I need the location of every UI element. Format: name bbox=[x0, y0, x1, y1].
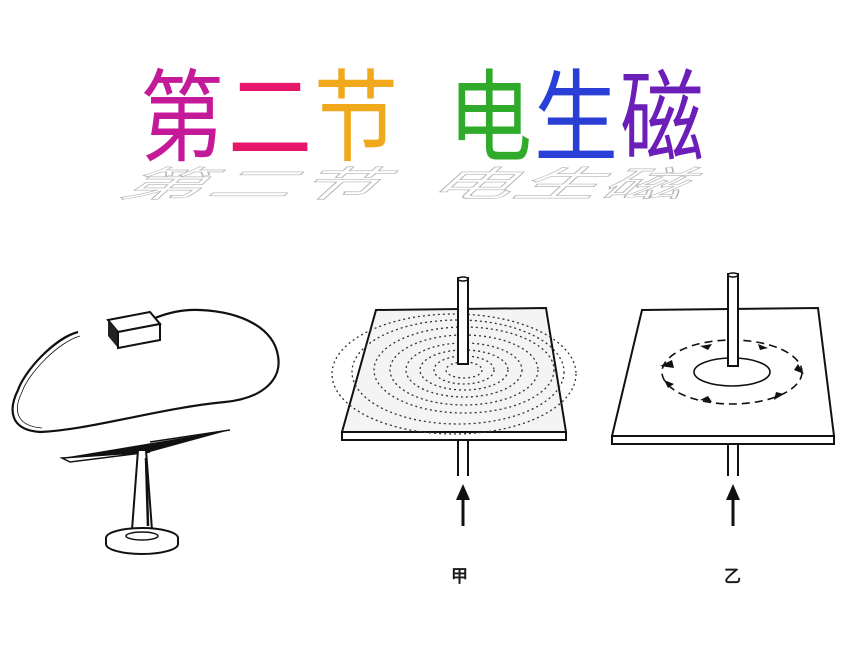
board bbox=[610, 306, 836, 445]
title-char-3-text: 节 bbox=[314, 59, 399, 178]
wire-rod bbox=[727, 272, 739, 476]
caption-yi: 乙 bbox=[724, 567, 741, 587]
compass-stand bbox=[105, 449, 179, 555]
caption-jia: 甲 bbox=[451, 567, 468, 587]
wire-inner bbox=[17, 335, 81, 429]
title-char-1-text: 第 bbox=[140, 59, 225, 178]
slide-title: 第 第 二 二 节 节 电 电 生 生 磁 磁 bbox=[0, 0, 860, 220]
title-char-4-text: 电 bbox=[448, 59, 533, 178]
wire bbox=[11, 308, 280, 434]
oersted-experiment-illustration bbox=[11, 308, 280, 555]
title-char-6: 磁 磁 bbox=[586, 56, 717, 206]
current-arrow-icon bbox=[726, 484, 740, 526]
title-char-5: 生 生 bbox=[500, 56, 631, 206]
board bbox=[340, 306, 568, 441]
battery-box bbox=[106, 310, 162, 350]
compass-needle bbox=[59, 429, 231, 463]
title-char-2: 二 二 bbox=[194, 56, 325, 206]
title-char-2-text: 二 bbox=[228, 59, 313, 178]
title-char-6-text: 磁 bbox=[620, 59, 705, 178]
title-char-1: 第 第 bbox=[106, 56, 237, 206]
title-char-3: 节 节 bbox=[280, 56, 411, 206]
wire-rod bbox=[457, 276, 469, 476]
compass-ring-board-illustration bbox=[610, 272, 836, 526]
iron-filings-board-illustration bbox=[331, 276, 577, 526]
current-arrow-icon bbox=[456, 484, 470, 526]
title-char-4: 电 电 bbox=[414, 56, 545, 206]
title-char-5-text: 生 bbox=[534, 59, 619, 178]
